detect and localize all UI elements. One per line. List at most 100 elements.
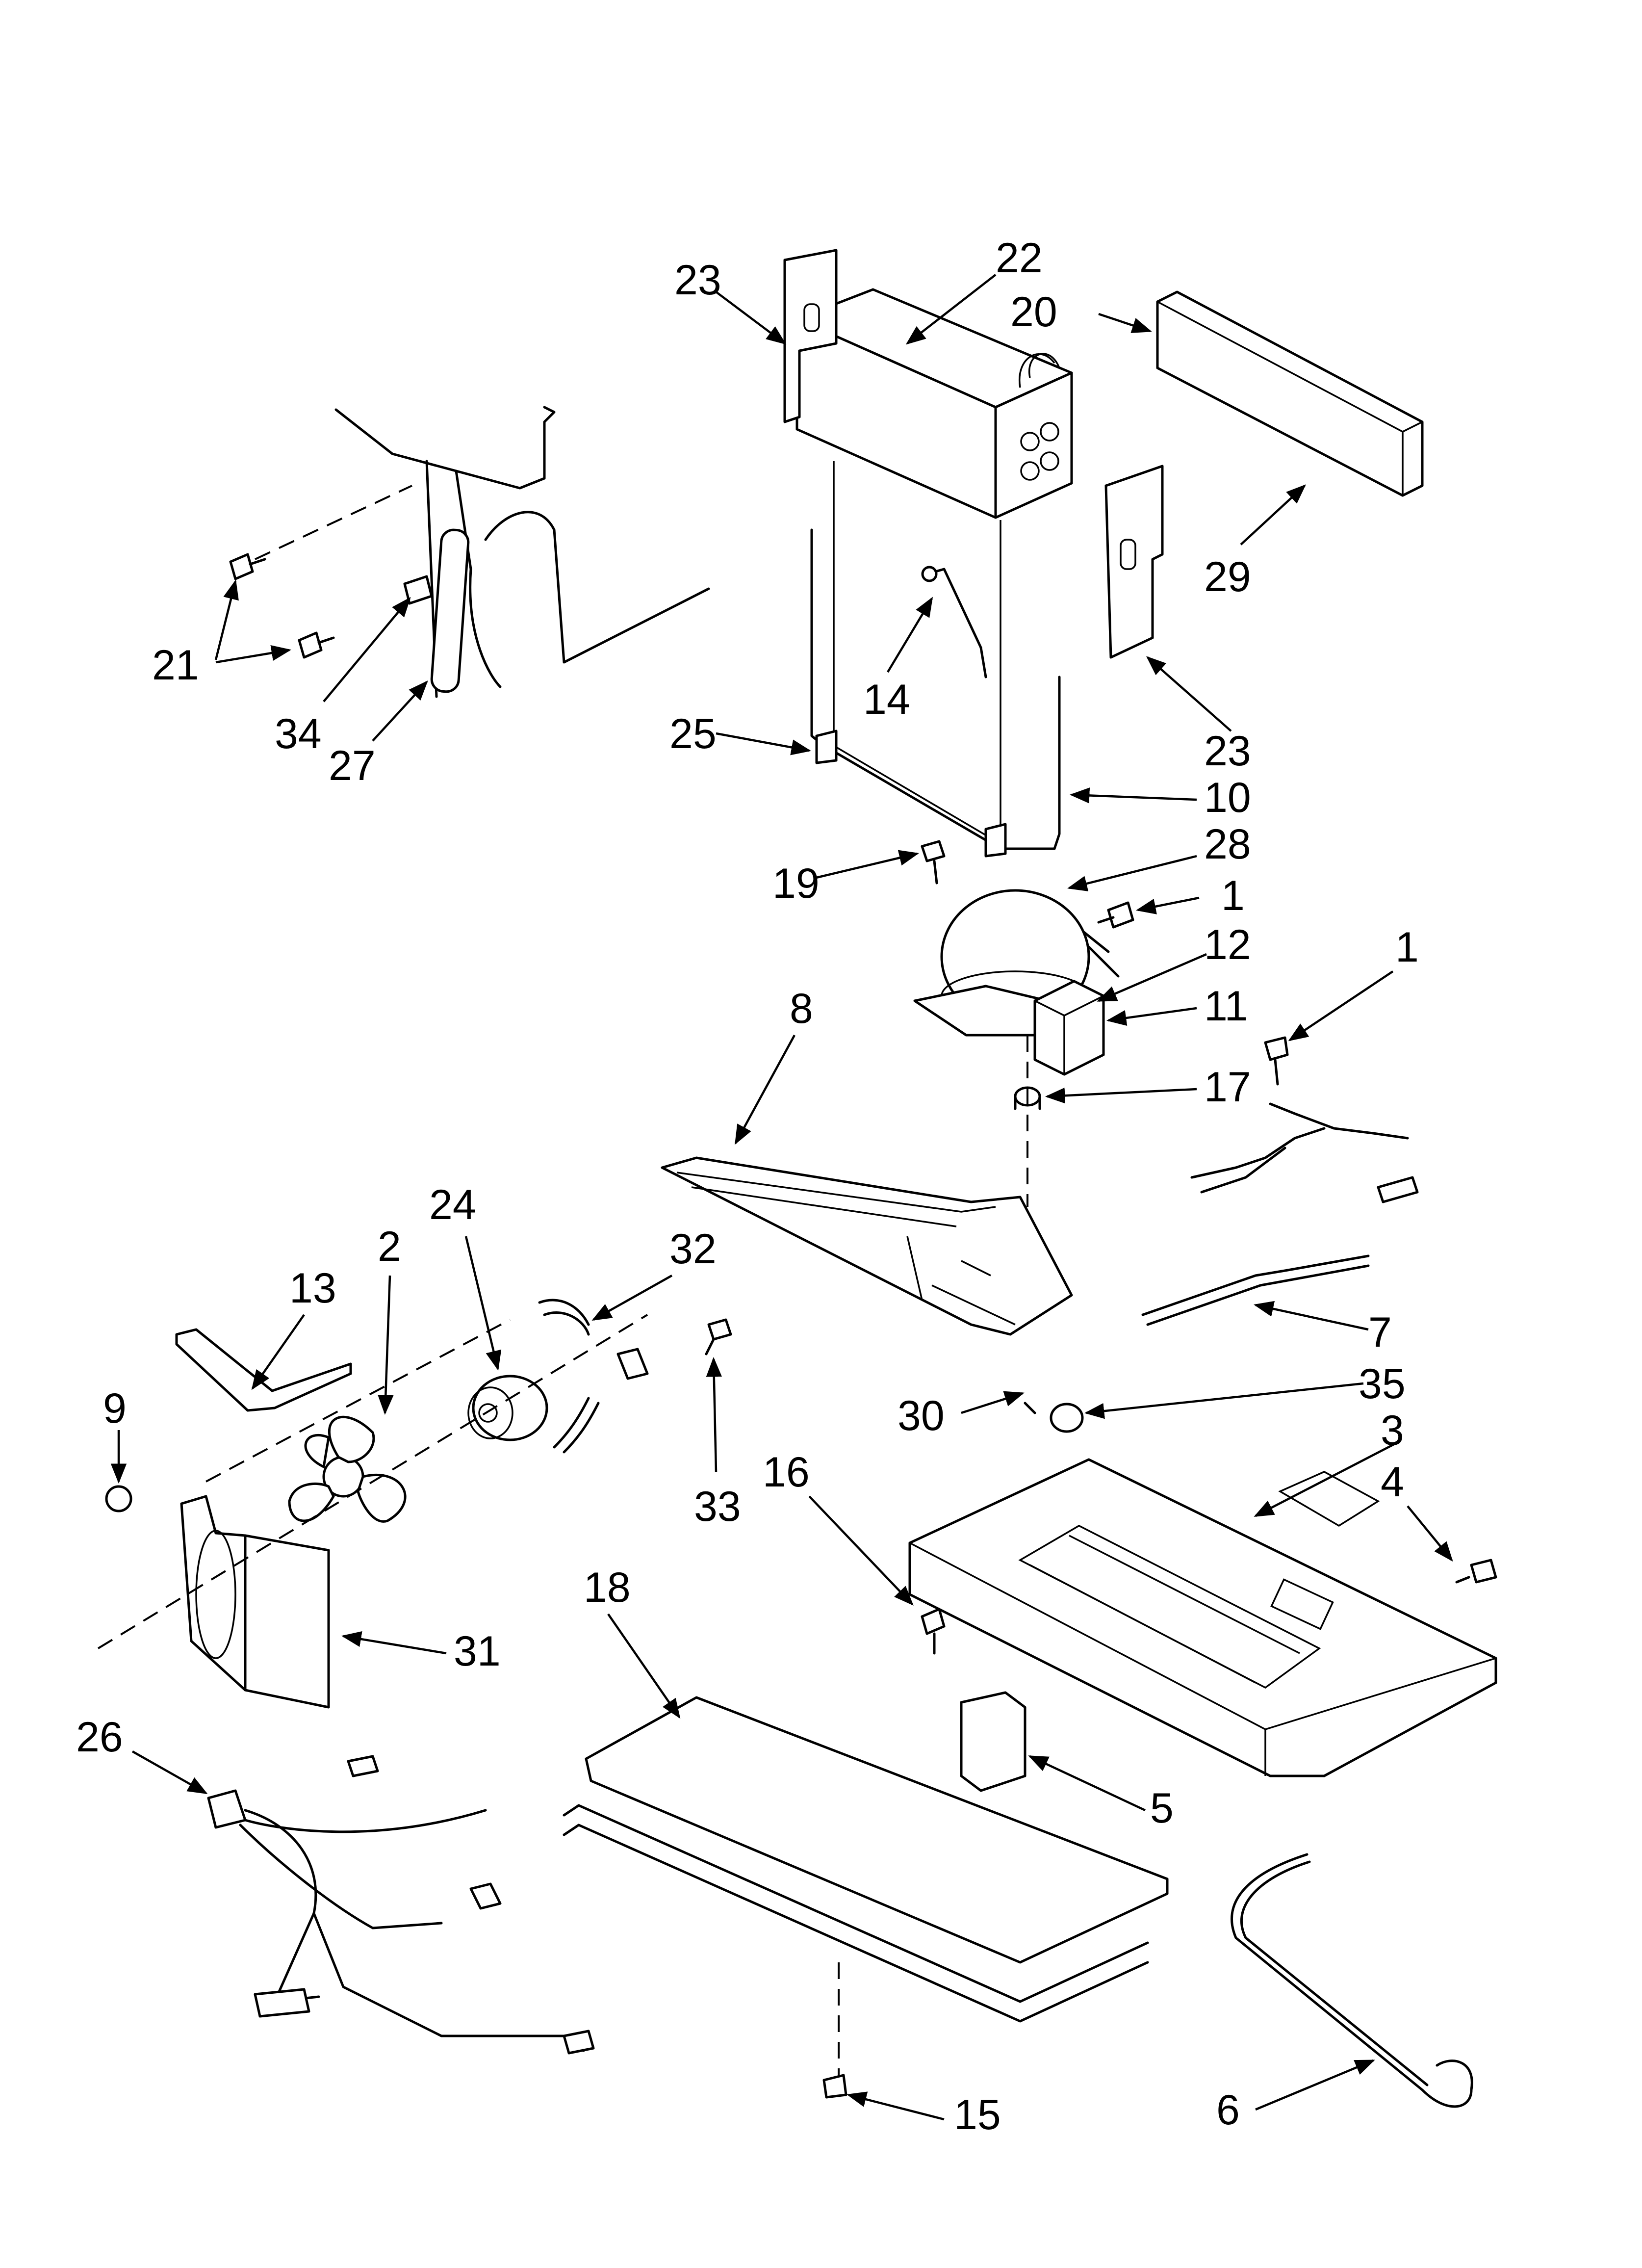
callout-5: 5 bbox=[1150, 1785, 1174, 1832]
callout-22: 22 bbox=[996, 235, 1043, 282]
leader-line bbox=[715, 291, 787, 345]
screw-part bbox=[229, 553, 335, 659]
leader-line bbox=[372, 680, 428, 742]
evaporator-bracket-right-part bbox=[1104, 465, 1164, 659]
leader-lines bbox=[110, 274, 1453, 2121]
leader-line bbox=[808, 1495, 914, 1606]
screw-part bbox=[921, 1559, 1497, 1655]
fan-shroud-part bbox=[180, 1495, 330, 1709]
leader-line bbox=[323, 597, 411, 703]
leader-line bbox=[251, 1314, 305, 1390]
wiring-harness-part bbox=[207, 1755, 595, 2055]
leader-line bbox=[1106, 1007, 1197, 1026]
callout-2: 2 bbox=[378, 1223, 401, 1270]
callout-10: 10 bbox=[1204, 774, 1251, 821]
compressor-relay-part bbox=[1033, 980, 1105, 1076]
leader-line bbox=[814, 850, 919, 880]
condenser-fan-blade-part bbox=[288, 1415, 407, 1523]
leader-line bbox=[847, 2091, 945, 2121]
leader-line bbox=[591, 1275, 673, 1321]
callout-31: 31 bbox=[454, 1628, 501, 1675]
leader-line bbox=[1255, 2059, 1375, 2111]
drier-tubing-part bbox=[334, 406, 710, 698]
leader-line bbox=[961, 1391, 1025, 1414]
callout-27: 27 bbox=[329, 742, 376, 789]
leader-line bbox=[1098, 313, 1152, 333]
assembly-line bbox=[255, 485, 412, 560]
leader-line bbox=[214, 579, 239, 660]
leader-line bbox=[1028, 1755, 1146, 1812]
callout-7: 7 bbox=[1368, 1309, 1392, 1356]
leader-line bbox=[215, 645, 291, 664]
callout-26: 26 bbox=[76, 1714, 123, 1761]
evaporator-clip-part bbox=[815, 730, 1007, 858]
compressor-base-plate-part bbox=[908, 1458, 1497, 1777]
condenser-fan-motor-part bbox=[467, 1375, 548, 1441]
leader-line bbox=[1146, 656, 1232, 732]
assembly-line bbox=[97, 1314, 648, 1649]
callout-numbers: 23 22 20 29 23 14 25 10 28 19 1 12 11 1 … bbox=[76, 235, 1419, 2138]
grommet-part bbox=[1024, 1402, 1084, 1433]
callout-20: 20 bbox=[1010, 288, 1057, 336]
callout-8: 8 bbox=[790, 985, 813, 1032]
condenser-part bbox=[563, 1691, 1169, 2085]
leader-line bbox=[1067, 855, 1197, 891]
callout-4: 4 bbox=[1381, 1459, 1404, 1506]
grommet-part bbox=[1014, 1035, 1041, 1207]
screw-part bbox=[705, 1318, 732, 1356]
evaporator-bracket-left-part bbox=[783, 249, 838, 423]
leader-line bbox=[1254, 1441, 1399, 1517]
callout-25: 25 bbox=[669, 710, 717, 757]
evaporator-part bbox=[795, 288, 1073, 519]
insulation-strip-part bbox=[175, 1328, 352, 1412]
leader-line bbox=[735, 1034, 795, 1145]
leader-line bbox=[607, 1613, 681, 1719]
callout-23: 23 bbox=[674, 257, 721, 304]
callout-28: 28 bbox=[1204, 821, 1251, 868]
callout-35: 35 bbox=[1359, 1360, 1406, 1408]
leader-line bbox=[464, 1236, 502, 1371]
callout-19: 19 bbox=[772, 860, 820, 907]
leader-line bbox=[1254, 1301, 1369, 1331]
assembly-line bbox=[205, 1319, 511, 1483]
evaporator-back-panel-part bbox=[810, 461, 1061, 850]
callout-14: 14 bbox=[863, 676, 910, 723]
drain-pan-part bbox=[661, 1156, 1073, 1336]
evaporator-cover-part bbox=[1156, 290, 1424, 497]
leader-line bbox=[378, 1275, 394, 1415]
leader-line bbox=[131, 1750, 208, 1794]
callout-6: 6 bbox=[1216, 2086, 1240, 2134]
callout-12: 12 bbox=[1204, 921, 1251, 968]
leader-line bbox=[1288, 970, 1394, 1042]
callout-17: 17 bbox=[1204, 1064, 1251, 1111]
leader-line bbox=[1045, 1088, 1197, 1104]
callout-29: 29 bbox=[1204, 553, 1251, 600]
callout-9: 9 bbox=[103, 1385, 127, 1432]
callout-11: 11 bbox=[1204, 983, 1248, 1030]
leader-line bbox=[1136, 896, 1200, 914]
grommet-part bbox=[822, 2074, 847, 2099]
wire-harness-part bbox=[1141, 1102, 1419, 1326]
leader-line bbox=[706, 1356, 722, 1472]
leader-line bbox=[1407, 1505, 1453, 1562]
leader-line bbox=[1240, 484, 1306, 546]
callout-13: 13 bbox=[289, 1265, 336, 1312]
leader-line bbox=[905, 274, 997, 345]
screw-part bbox=[921, 840, 1289, 1086]
callout-3: 3 bbox=[1381, 1407, 1404, 1454]
condenser-tube-part bbox=[1231, 1853, 1473, 2108]
callout-30: 30 bbox=[898, 1392, 945, 1439]
defrost-thermostat-part bbox=[921, 566, 987, 678]
callout-18: 18 bbox=[584, 1564, 631, 1611]
leader-line bbox=[1069, 787, 1197, 804]
leader-line bbox=[1084, 1382, 1364, 1419]
callout-16: 16 bbox=[763, 1449, 810, 1496]
callout-21: 21 bbox=[152, 642, 199, 689]
leader-line bbox=[1097, 953, 1207, 1002]
callout-33: 33 bbox=[694, 1483, 741, 1530]
leader-line bbox=[887, 597, 933, 673]
fan-mounting-bracket-part bbox=[538, 1299, 649, 1454]
callout-24: 24 bbox=[429, 1181, 476, 1228]
leader-line bbox=[341, 1631, 447, 1655]
